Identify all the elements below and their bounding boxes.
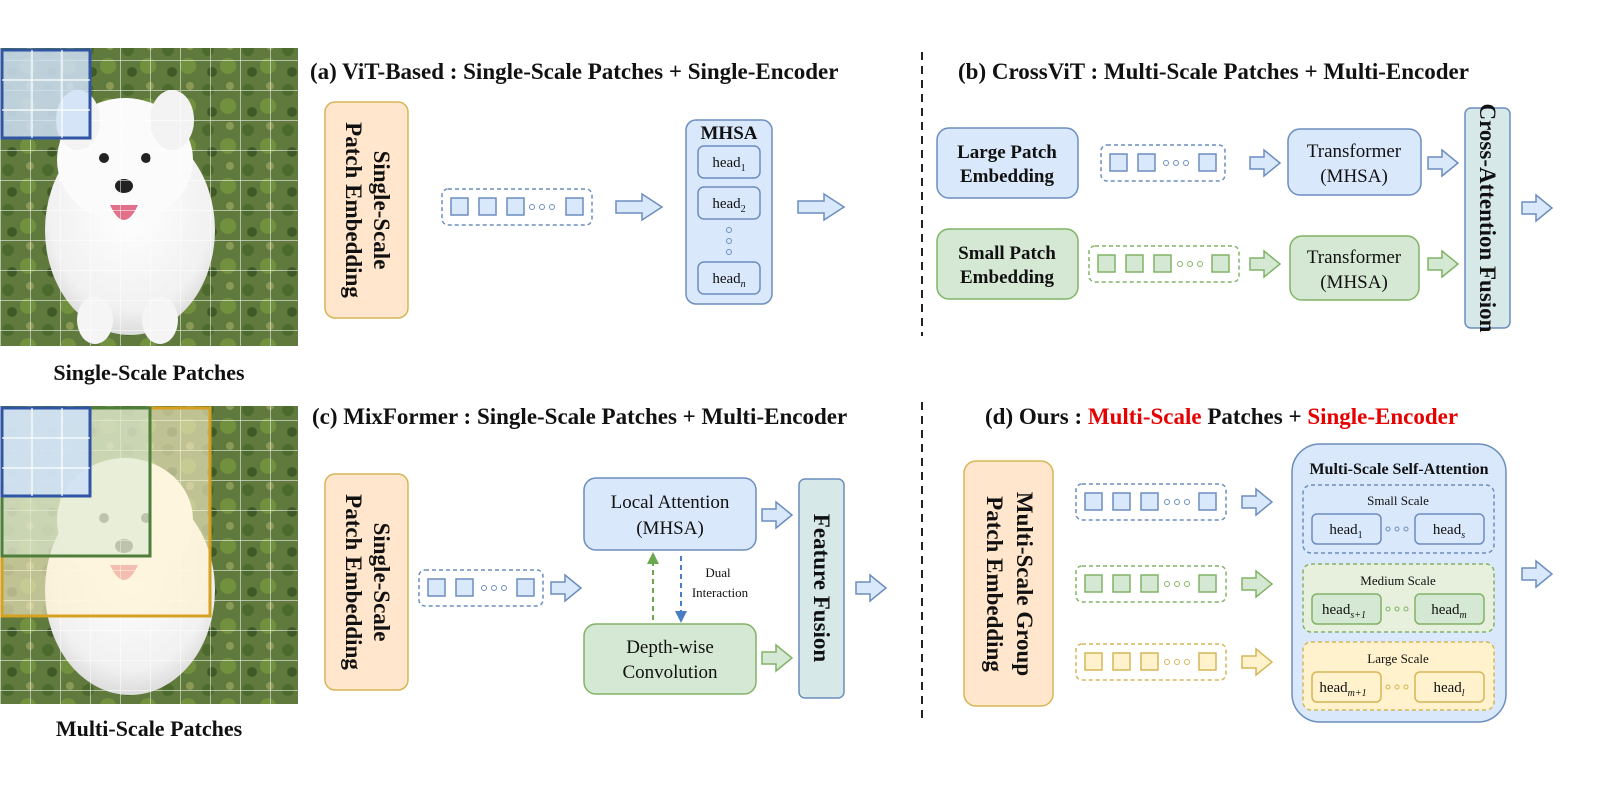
head-1: [697, 145, 761, 179]
head-2: [697, 186, 761, 220]
svg-text:Local Attention: Local Attention: [611, 492, 730, 513]
small-patch: [0, 406, 92, 498]
panel-b: (b) CrossViT : Multi-Scale Patches + Mul…: [936, 59, 1553, 333]
svg-text:(MHSA): (MHSA): [1320, 272, 1388, 293]
svg-text:headm: headm: [1431, 602, 1467, 621]
embedding-line-2: Patch Embedding: [341, 122, 366, 298]
local-attention-box: [583, 477, 757, 551]
svg-text:Embedding: Embedding: [960, 166, 1054, 187]
svg-text:head1: head1: [1329, 522, 1362, 541]
arrow-icon: [1249, 250, 1281, 278]
large-token-sequence: [1100, 144, 1226, 182]
single-scale-caption: Single-Scale Patches: [53, 360, 245, 385]
head-n: [697, 261, 761, 295]
arrow-icon: [1249, 149, 1281, 177]
head-m: [1414, 593, 1485, 625]
arrow-icon: [761, 644, 793, 672]
head-m-plus-1: [1311, 671, 1382, 703]
svg-text:Multi-Scale Group: Multi-Scale Group: [1012, 492, 1037, 676]
svg-text:Cross-Attention Fusion: Cross-Attention Fusion: [1475, 104, 1500, 333]
svg-text:Large Patch: Large Patch: [957, 142, 1057, 163]
svg-text:Small Patch: Small Patch: [958, 243, 1056, 264]
msa-title: Multi-Scale Self-Attention: [1309, 461, 1488, 478]
token-sequence: [418, 569, 544, 607]
large-token-sequence: [1075, 643, 1227, 681]
output-arrow-icon: [1521, 194, 1553, 222]
svg-text:(MHSA): (MHSA): [636, 518, 704, 539]
small-patch-embedding-box: [936, 228, 1079, 300]
svg-text:Patch Embedding: Patch Embedding: [982, 496, 1007, 672]
small-token-sequence: [1075, 483, 1227, 521]
svg-text:Medium Scale: Medium Scale: [1360, 573, 1436, 588]
multi-scale-caption: Multi-Scale Patches: [56, 716, 243, 741]
highlighted-patch: [0, 48, 92, 140]
large-patch-embedding-box: [936, 127, 1079, 199]
head-s-plus-1: [1311, 593, 1382, 625]
head-1: [1311, 513, 1382, 545]
svg-text:Dual: Dual: [705, 565, 731, 580]
arrow-icon: [550, 574, 582, 602]
depthwise-convolution-box: [583, 623, 757, 695]
svg-text:Transformer: Transformer: [1307, 247, 1402, 268]
arrow-icon: [1241, 648, 1273, 676]
single-scale-photo: [0, 48, 298, 346]
transformer-box-large: [1287, 128, 1422, 196]
head-l: [1414, 671, 1485, 703]
small-token-sequence: [1088, 245, 1240, 283]
panel-a: (a) ViT-Based : Single-Scale Patches + S…: [310, 59, 845, 319]
svg-text:head1: head1: [712, 155, 745, 174]
dual-interaction-arrows: [647, 552, 687, 623]
svg-text:Embedding: Embedding: [960, 267, 1054, 288]
multi-scale-group-embedding-box: [963, 460, 1054, 707]
svg-text:head2: head2: [712, 196, 745, 215]
panel-b-title: (b) CrossViT : Multi-Scale Patches + Mul…: [958, 59, 1469, 84]
medium-token-sequence: [1075, 565, 1227, 603]
output-arrow-icon: [1521, 560, 1553, 588]
arrow-icon: [1427, 250, 1459, 278]
svg-text:headn: headn: [712, 271, 745, 290]
feature-fusion-box: [798, 478, 845, 699]
svg-text:Interaction: Interaction: [692, 585, 749, 600]
panel-c-title: (c) MixFormer : Single-Scale Patches + M…: [312, 404, 847, 429]
panel-d-title: (d) Ours : Multi-Scale Patches + Single-…: [985, 404, 1458, 429]
output-arrow-icon: [797, 193, 845, 221]
arrow-icon: [615, 193, 663, 221]
arrow-icon: [761, 501, 793, 529]
single-scale-embedding-box: [324, 473, 409, 691]
embedding-line-1: Single-Scale: [369, 151, 394, 270]
svg-text:Transformer: Transformer: [1307, 141, 1402, 162]
svg-text:Single-Scale: Single-Scale: [369, 523, 394, 642]
transformer-box-small: [1289, 235, 1420, 301]
panel-a-title: (a) ViT-Based : Single-Scale Patches + S…: [310, 59, 838, 84]
panel-d: (d) Ours : Multi-Scale Patches + Single-…: [963, 404, 1553, 723]
arrow-icon: [1427, 149, 1459, 177]
cross-attention-fusion-box: [1464, 107, 1511, 329]
svg-text:Patch Embedding: Patch Embedding: [341, 494, 366, 670]
output-arrow-icon: [855, 574, 887, 602]
arrow-icon: [1241, 488, 1273, 516]
head-s: [1414, 513, 1485, 545]
token-sequence: [441, 188, 593, 226]
svg-text:Depth-wise: Depth-wise: [626, 637, 714, 658]
svg-text:Feature Fusion: Feature Fusion: [809, 514, 834, 663]
mhsa-title: MHSA: [701, 123, 758, 144]
multi-scale-photo: [0, 406, 298, 704]
panel-c: (c) MixFormer : Single-Scale Patches + M…: [312, 404, 887, 699]
svg-text:(MHSA): (MHSA): [1320, 166, 1388, 187]
svg-text:heads+1: heads+1: [1322, 602, 1366, 621]
svg-text:heads: heads: [1433, 522, 1465, 541]
arrow-icon: [1241, 570, 1273, 598]
single-scale-embedding-box: [324, 101, 409, 319]
svg-text:headl: headl: [1433, 680, 1464, 699]
svg-text:Small Scale: Small Scale: [1367, 493, 1429, 508]
svg-text:Large Scale: Large Scale: [1367, 651, 1429, 666]
svg-text:headm+1: headm+1: [1319, 680, 1366, 699]
svg-text:Convolution: Convolution: [622, 662, 718, 683]
